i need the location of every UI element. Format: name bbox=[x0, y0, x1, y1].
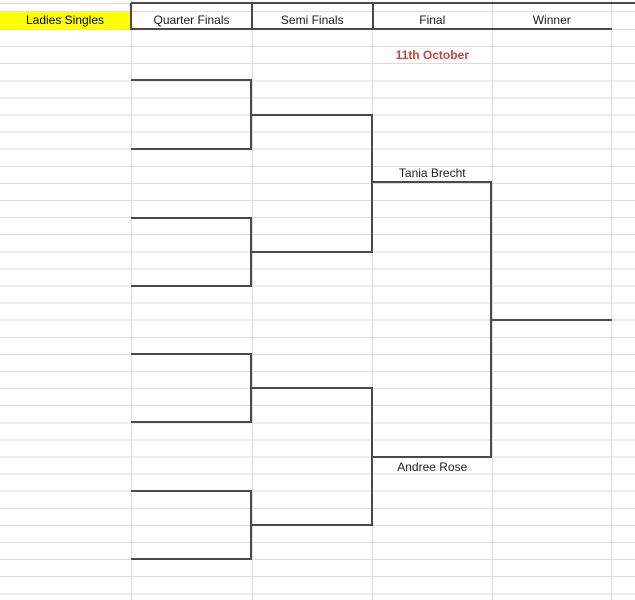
final-bottom-line bbox=[372, 455, 492, 458]
qf1-bottom-line bbox=[131, 147, 252, 150]
qf4-bottom-line bbox=[131, 558, 252, 561]
column-gridline-e bbox=[611, 0, 612, 600]
row-gridlines bbox=[0, 28, 635, 600]
winner-line bbox=[492, 318, 612, 321]
qf2-connector bbox=[250, 216, 252, 288]
qf1-top-line bbox=[131, 79, 252, 81]
qf1-connector bbox=[250, 79, 252, 150]
column-gridline-a bbox=[130, 0, 132, 600]
header-bottom-border bbox=[131, 28, 612, 30]
event-title-cell: Ladies Singles bbox=[0, 10, 130, 29]
finalist-name-top: Tania Brecht bbox=[398, 165, 466, 180]
round-header-winner: Winner bbox=[532, 12, 571, 27]
qf4-connector bbox=[250, 489, 252, 561]
header-separator-title-qf bbox=[130, 3, 132, 30]
sf2-bottom-feed-line bbox=[252, 524, 373, 526]
sf2-connector bbox=[371, 387, 373, 526]
qf2-bottom-line bbox=[131, 285, 252, 288]
sf1-connector bbox=[371, 113, 373, 253]
finalist-name-bottom: Andree Rose bbox=[397, 460, 468, 474]
round-header-final: Final bbox=[419, 12, 446, 27]
column-gridline-d bbox=[491, 0, 493, 600]
row-gridline-header-top bbox=[0, 10, 635, 12]
round-header-quarter-finals: Quarter Finals bbox=[153, 12, 230, 27]
qf3-connector bbox=[250, 352, 252, 424]
qf3-bottom-line bbox=[131, 421, 252, 424]
sf2-top-feed-line bbox=[252, 387, 373, 390]
final-top-line bbox=[372, 181, 492, 184]
qf3-top-line bbox=[131, 352, 252, 355]
sf1-bottom-feed-line bbox=[252, 250, 373, 253]
qf4-top-line bbox=[131, 489, 252, 492]
sf1-top-feed-line bbox=[252, 113, 373, 116]
column-gridline-b bbox=[251, 0, 253, 600]
header-separator-sf-final bbox=[371, 3, 374, 30]
header-top-border bbox=[131, 2, 635, 4]
final-connector bbox=[490, 181, 492, 458]
round-header-semi-finals: Semi Finals bbox=[280, 12, 344, 27]
header-separator-qf-sf bbox=[251, 3, 253, 30]
qf2-top-line bbox=[131, 216, 252, 219]
final-date-note: 11th October bbox=[395, 48, 469, 62]
column-gridline-c bbox=[372, 0, 373, 600]
